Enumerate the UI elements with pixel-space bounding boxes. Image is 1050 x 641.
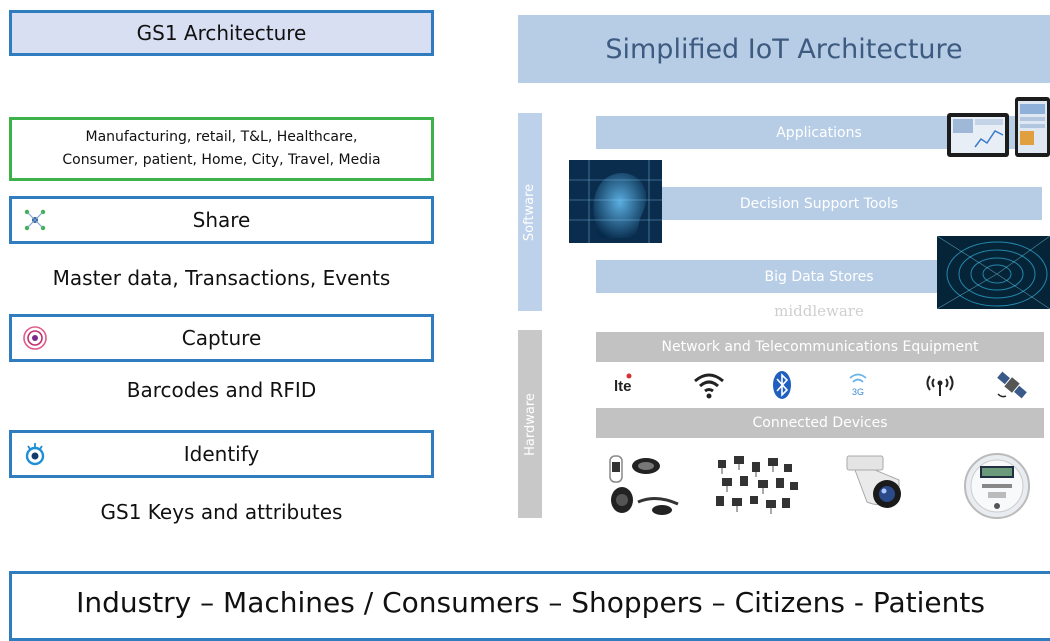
- data-tunnel-image: [937, 236, 1050, 309]
- gs1-architecture-title: GS1 Architecture: [9, 10, 434, 56]
- capture-label: Capture: [181, 326, 262, 350]
- hardware-side-bar: Hardware: [518, 330, 542, 518]
- radio-antenna-icon: [920, 368, 960, 402]
- stakeholders-box: Industry – Machines / Consumers – Shoppe…: [9, 571, 1050, 641]
- share-layer-box: Share: [9, 196, 434, 244]
- gs1-architecture-title-text: GS1 Architecture: [136, 21, 307, 45]
- wifi-icon: [689, 368, 729, 402]
- sectors-line-1: Manufacturing, retail, T&L, Healthcare,: [85, 129, 358, 145]
- security-camera-image: [846, 455, 901, 508]
- share-network-icon: [24, 209, 46, 231]
- ai-head-image: [569, 160, 662, 243]
- sensors-image: [716, 456, 798, 514]
- wearables-image: [609, 455, 679, 515]
- sectors-box: Manufacturing, retail, T&L, Healthcare, …: [9, 117, 434, 181]
- software-label: Software: [522, 183, 538, 241]
- decision-support-label: Decision Support Tools: [739, 195, 899, 212]
- 3g-icon: 3G: [838, 368, 878, 402]
- stakeholders-text: Industry – Machines / Consumers – Shoppe…: [76, 586, 985, 619]
- smart-meter-image: [964, 453, 1030, 519]
- network-bar: Network and Telecommunications Equipment: [596, 332, 1044, 362]
- capture-caption: Barcodes and RFID: [126, 378, 317, 402]
- network-label: Network and Telecommunications Equipment: [661, 339, 979, 355]
- identify-eye-icon: [25, 443, 45, 466]
- tablets-image: [947, 97, 1050, 157]
- connected-devices-bar: Connected Devices: [596, 408, 1044, 438]
- decision-support-bar: Decision Support Tools: [596, 187, 1042, 220]
- bluetooth-icon: [762, 368, 802, 402]
- lte-icon-text: lte: [614, 378, 632, 395]
- big-data-label: Big Data Stores: [764, 268, 874, 285]
- applications-label: Applications: [776, 124, 862, 141]
- identify-label: Identify: [183, 442, 260, 466]
- share-label: Share: [192, 208, 251, 232]
- capture-signal-icon: [23, 326, 47, 350]
- lte-icon: lte: [608, 368, 648, 402]
- sectors-line-2: Consumer, patient, Home, City, Travel, M…: [62, 152, 381, 168]
- identify-layer-box: Identify: [9, 430, 434, 478]
- share-caption: Master data, Transactions, Events: [52, 266, 391, 290]
- software-side-bar: Software: [518, 113, 542, 311]
- hardware-label: Hardware: [522, 392, 538, 456]
- satellite-icon: [992, 368, 1032, 402]
- identify-caption: GS1 Keys and attributes: [100, 500, 343, 524]
- iot-architecture-title: Simplified IoT Architecture: [518, 15, 1050, 83]
- capture-layer-box: Capture: [9, 314, 434, 362]
- connected-devices-label: Connected Devices: [752, 415, 888, 431]
- middleware-label: middleware: [774, 302, 864, 320]
- 3g-icon-text: 3G: [852, 387, 864, 397]
- iot-architecture-title-text: Simplified IoT Architecture: [605, 33, 963, 65]
